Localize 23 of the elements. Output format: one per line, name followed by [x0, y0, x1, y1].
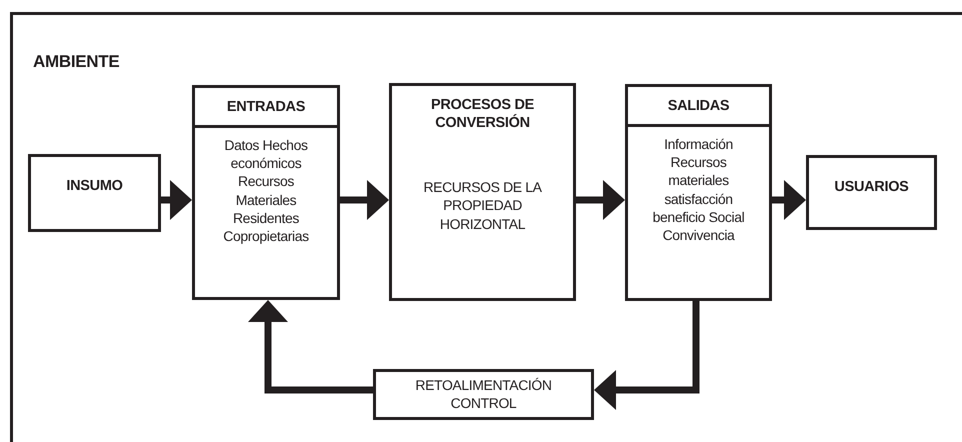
box-title: INSUMO: [65, 177, 124, 196]
diagram-heading: AMBIENTE: [33, 51, 120, 72]
box-title: PROCESOS DE CONVERSIÓN: [430, 96, 536, 132]
box-title: USUARIOS: [833, 178, 910, 196]
box-label: RETOALIMENTACIÓN CONTROL: [414, 376, 553, 412]
arrow: [576, 180, 625, 220]
arrow: [340, 180, 389, 220]
process-box: [192, 85, 340, 300]
item-list: Datos Hechos económicos Recursos Materiales Residentes Copropietarias: [195, 128, 337, 246]
box-description: RECURSOS DE LA PROPIEDAD HORIZONTAL: [422, 178, 543, 233]
arrow: [594, 301, 700, 410]
item-list: Información Recursos materiales satisfacción beneficio Social Convivencia: [628, 127, 769, 244]
arrow: [772, 180, 806, 220]
box-title: SALIDAS: [666, 97, 730, 116]
process-box: [806, 155, 937, 230]
process-box: [625, 84, 772, 301]
arrow: [248, 300, 373, 394]
environment-frame: [10, 12, 962, 442]
process-box: [28, 154, 161, 232]
arrow: [161, 180, 192, 220]
box-title: ENTRADAS: [226, 98, 306, 116]
process-box: [373, 369, 594, 420]
process-box: [389, 83, 576, 301]
